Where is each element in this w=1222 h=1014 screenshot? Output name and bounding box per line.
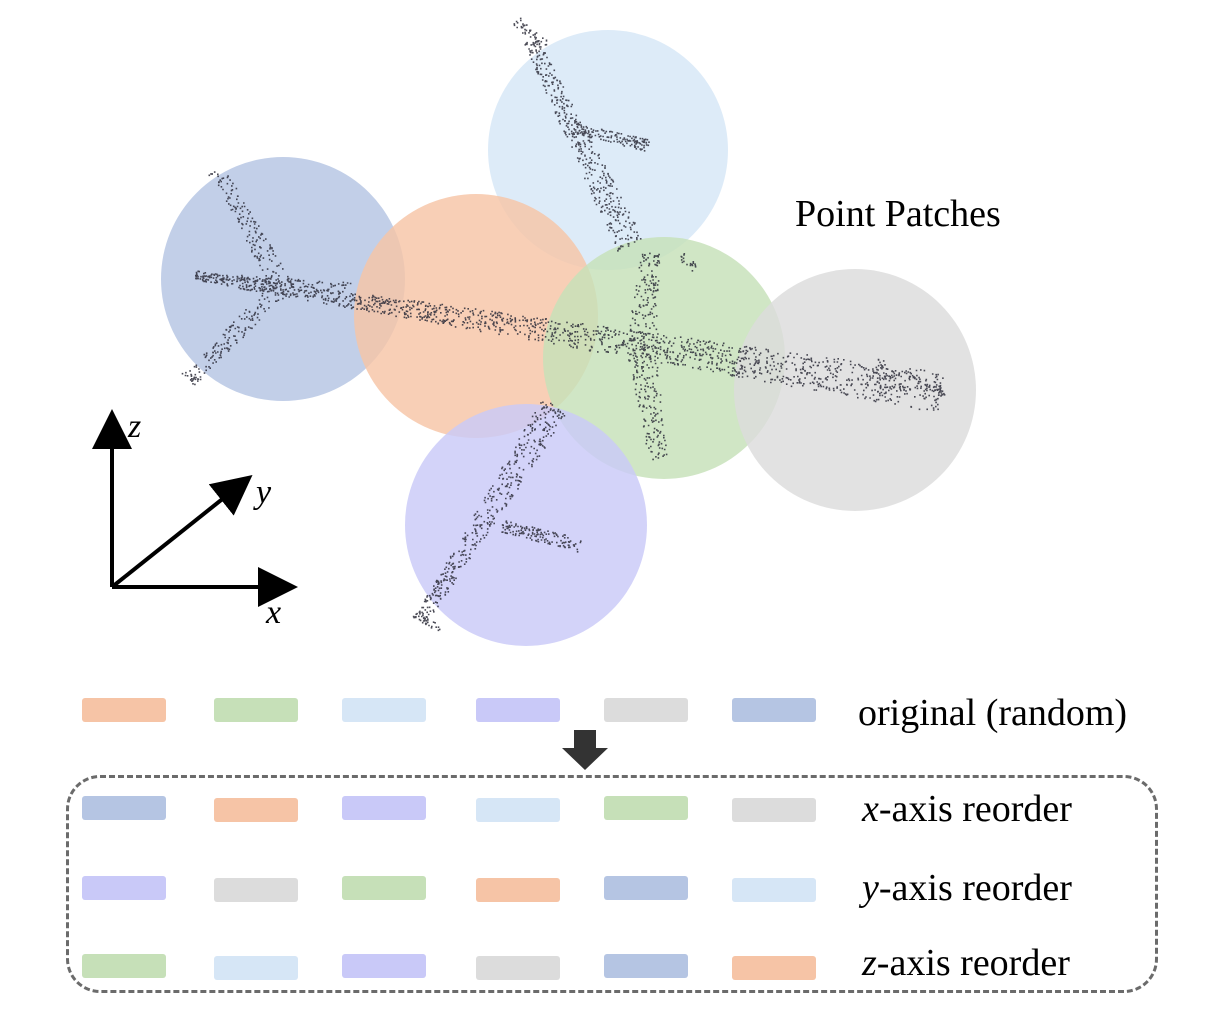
patch-circle-orange [354, 194, 598, 438]
y-reorder-axis-letter: y [862, 867, 879, 909]
y-reorder-token-3 [342, 876, 426, 900]
z-reorder-axis-letter: z [862, 942, 877, 984]
original-token-6 [732, 698, 816, 722]
patch-circle-steel-blue [161, 157, 405, 401]
original-token-2 [214, 698, 298, 722]
y-reorder-token-1 [82, 876, 166, 900]
original-token-5 [604, 698, 688, 722]
axis-gizmo [92, 409, 298, 607]
x-axis-label: x [266, 594, 282, 631]
z-reorder-token-6 [732, 956, 816, 980]
original-token-1 [82, 698, 166, 722]
y-reorder-token-4 [476, 878, 560, 902]
patch-circle-green [543, 237, 785, 479]
z-reorder-token-1 [82, 954, 166, 978]
z-reorder-token-5 [604, 954, 688, 978]
z-reorder-label: z-axis reorder [862, 944, 1070, 982]
original-row-label: original (random) [858, 692, 1128, 734]
patch-circle-light-blue [488, 30, 728, 270]
y-reorder-token-5 [604, 876, 688, 900]
patch-circles [161, 30, 976, 646]
x-reorder-label: x-axis reorder [862, 790, 1072, 828]
y-reorder-token-2 [214, 878, 298, 902]
x-reorder-token-2 [214, 798, 298, 822]
z-axis-label: z [128, 408, 142, 445]
down-arrow-icon [562, 730, 608, 770]
x-reorder-token-6 [732, 798, 816, 822]
y-reorder-label: y-axis reorder [862, 869, 1072, 907]
z-reorder-token-2 [214, 956, 298, 980]
x-reorder-token-5 [604, 796, 688, 820]
original-token-3 [342, 698, 426, 722]
y-axis-arrow [110, 475, 253, 589]
y-reorder-label-text: -axis reorder [878, 867, 1072, 909]
y-axis-label: y [256, 474, 272, 511]
x-reorder-token-4 [476, 798, 560, 822]
x-reorder-token-1 [82, 796, 166, 820]
z-reorder-token-3 [342, 954, 426, 978]
point-cloud-figure [161, 17, 976, 646]
reorder-group-box [66, 775, 1158, 993]
point-patches-label: Point Patches [795, 193, 1001, 235]
z-reorder-label-text: -axis reorder [876, 942, 1070, 984]
y-reorder-token-6 [732, 878, 816, 902]
z-reorder-token-4 [476, 956, 560, 980]
patch-circle-lavender [405, 404, 647, 646]
x-reorder-axis-letter: x [862, 788, 879, 830]
original-token-4 [476, 698, 560, 722]
x-reorder-label-text: -axis reorder [878, 788, 1072, 830]
x-reorder-token-3 [342, 796, 426, 820]
